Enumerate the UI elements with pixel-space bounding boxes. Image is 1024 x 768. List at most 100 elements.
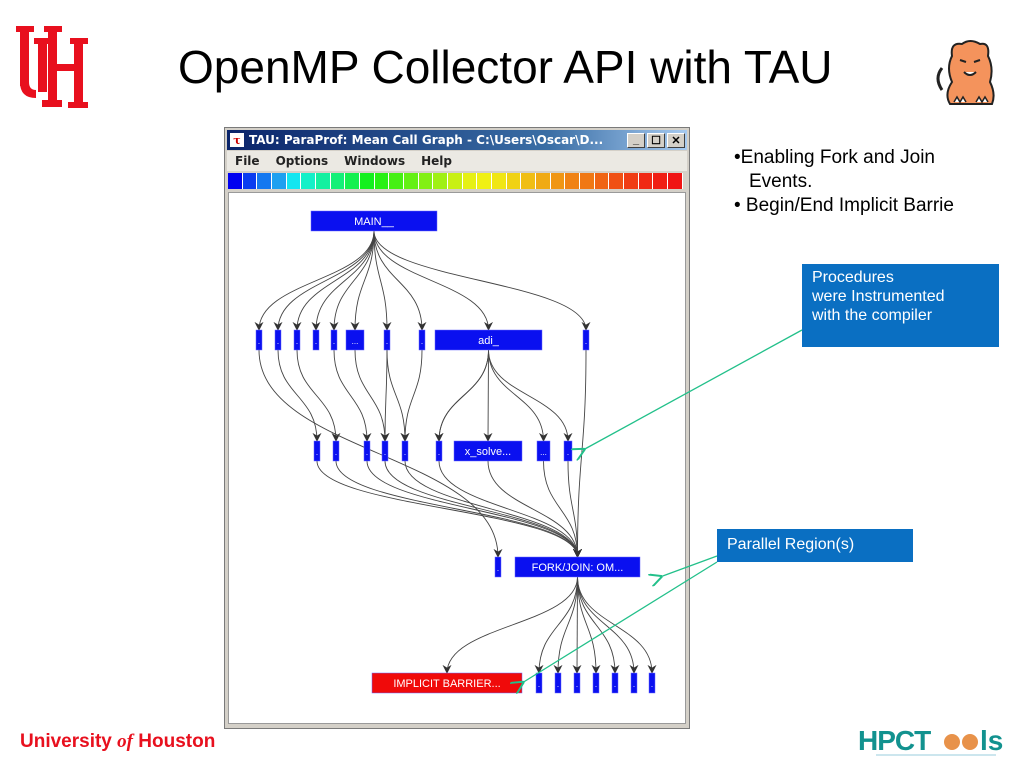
call-graph-node-l4b[interactable]: . (554, 672, 562, 694)
maximize-button[interactable]: ☐ (647, 132, 665, 148)
node-box[interactable] (435, 440, 443, 462)
call-graph-node-l3a[interactable]: . (494, 556, 502, 578)
color-swatch (448, 173, 463, 189)
window-title-bar[interactable]: τ TAU: ParaProf: Mean Call Graph - C:\Us… (227, 130, 687, 150)
node-box[interactable] (536, 440, 551, 462)
call-graph-node-l1h[interactable]: . (418, 329, 426, 351)
node-box[interactable] (401, 440, 409, 462)
menu-windows[interactable]: Windows (344, 154, 406, 168)
menu-bar: File Options Windows Help (227, 151, 687, 171)
node-label: . (316, 448, 318, 457)
call-edge (273, 230, 375, 331)
call-graph-node-l1f[interactable]: ... (345, 329, 365, 351)
node-box[interactable] (274, 329, 282, 351)
call-graph-canvas[interactable]: MAIN__.......... adi_....... x_solve......… (228, 192, 686, 724)
menu-help[interactable]: Help (421, 154, 452, 168)
call-graph-node-l4g[interactable]: . (648, 672, 656, 694)
call-graph-node-barrier[interactable]: IMPLICIT BARRIER... (371, 672, 523, 694)
call-graph-node-l2f[interactable]: . (435, 440, 443, 462)
node-box[interactable] (554, 672, 562, 694)
node-box[interactable] (363, 440, 371, 462)
call-graph-node-l2a[interactable]: . (313, 440, 321, 462)
node-box[interactable] (383, 329, 391, 351)
node-box[interactable] (381, 440, 389, 462)
node-label: . (333, 337, 335, 346)
call-edge (329, 230, 375, 331)
parallel-annotation-arrow-barrier (522, 561, 718, 683)
node-box[interactable] (648, 672, 656, 694)
call-edge (438, 460, 582, 558)
hpctools-logo: HPCT ls (858, 725, 1003, 756)
node-label: . (258, 337, 260, 346)
node-box[interactable] (418, 329, 426, 351)
node-box[interactable] (345, 329, 365, 351)
node-box[interactable] (592, 672, 600, 694)
color-swatch (316, 173, 331, 189)
call-edge (254, 230, 375, 331)
minimize-button[interactable]: _ (627, 132, 645, 148)
call-edge (488, 349, 548, 442)
call-graph-node-xsolve[interactable]: x_solve... (453, 440, 523, 462)
node-box[interactable] (255, 329, 263, 351)
call-graph-node-main[interactable]: MAIN__ (310, 210, 438, 232)
node-label: . (386, 337, 388, 346)
call-graph-node-l2h[interactable]: ... (536, 440, 551, 462)
cougar-mascot-image (936, 40, 995, 105)
call-graph-node-l1b[interactable]: . (274, 329, 282, 351)
node-box[interactable] (630, 672, 638, 694)
close-button[interactable]: ✕ (667, 132, 685, 148)
call-graph-node-l2e[interactable]: . (401, 440, 409, 462)
tau-icon: τ (230, 133, 244, 147)
call-edge (277, 349, 322, 442)
node-box[interactable] (312, 329, 320, 351)
call-edge (434, 349, 489, 442)
node-box[interactable] (330, 329, 338, 351)
call-graph-node-l4e[interactable]: . (611, 672, 619, 694)
call-graph-node-l1c[interactable]: . (293, 329, 301, 351)
call-graph-node-l2b[interactable]: . (332, 440, 340, 462)
node-box[interactable] (514, 556, 641, 578)
slide-title: OpenMP Collector API with TAU (178, 41, 833, 93)
node-box[interactable] (573, 672, 581, 694)
call-edge (553, 576, 578, 674)
call-edge (386, 349, 410, 442)
call-graph-node-l1j[interactable]: . (582, 329, 590, 351)
node-label: . (421, 337, 423, 346)
call-edge (483, 349, 493, 442)
call-graph-node-l1d[interactable]: . (312, 329, 320, 351)
callout-line: Procedures (812, 269, 894, 286)
call-edge (350, 230, 375, 331)
node-box[interactable] (453, 440, 523, 462)
node-label: . (651, 680, 653, 689)
color-swatch (404, 173, 419, 189)
node-box[interactable] (611, 672, 619, 694)
call-graph-node-adi[interactable]: adi_ (434, 329, 543, 351)
call-graph-node-l4f[interactable]: . (630, 672, 638, 694)
call-graph-node-l1a[interactable]: . (255, 329, 263, 351)
bullet-item: •Enabling Fork and Join (734, 147, 935, 168)
node-label: adi_ (478, 335, 500, 347)
node-label: x_solve... (465, 446, 511, 458)
node-label: . (497, 564, 499, 573)
call-graph-node-fork[interactable]: FORK/JOIN: OM... (514, 556, 641, 578)
paraprof-window: τ TAU: ParaProf: Mean Call Graph - C:\Us… (224, 127, 690, 729)
call-graph-node-l1g[interactable]: . (383, 329, 391, 351)
color-swatch (580, 173, 595, 189)
node-box[interactable] (582, 329, 590, 351)
footer-text-prefix: University (20, 731, 118, 752)
call-graph-node-l1e[interactable]: . (330, 329, 338, 351)
call-graph-node-l2c[interactable]: . (363, 440, 371, 462)
node-box[interactable] (293, 329, 301, 351)
color-swatch (492, 173, 507, 189)
node-box[interactable] (310, 210, 438, 232)
menu-options[interactable]: Options (275, 154, 329, 168)
menu-file[interactable]: File (235, 154, 260, 168)
call-graph-node-l4c[interactable]: . (573, 672, 581, 694)
node-box[interactable] (434, 329, 543, 351)
node-box[interactable] (332, 440, 340, 462)
call-graph-node-l4d[interactable]: . (592, 672, 600, 694)
color-swatch (668, 173, 683, 189)
node-box[interactable] (313, 440, 321, 462)
call-graph-node-l2d[interactable]: . (381, 440, 389, 462)
node-box[interactable] (494, 556, 502, 578)
